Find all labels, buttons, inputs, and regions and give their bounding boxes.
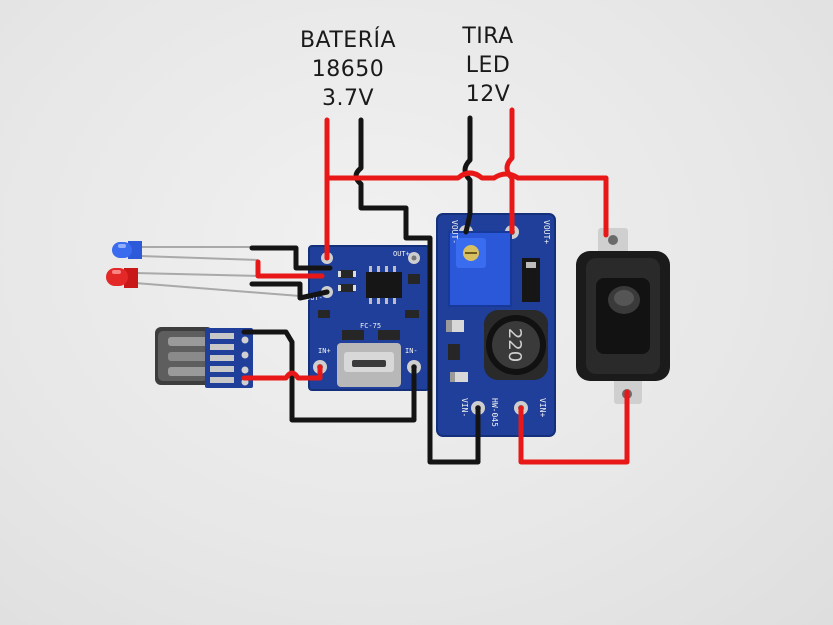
wire-led-red-to-charger [249,281,330,301]
led-indicators [106,241,301,297]
charger-pin-out-plus: OUT+ [393,250,410,258]
red-led [106,268,138,288]
boost-pin-vout-minus: VOUT- [450,220,459,244]
wire-usb-vbus [241,364,323,381]
charger-pin-in-minus: IN- [405,347,418,355]
wire-switch-to-boost [518,389,630,465]
boost-pin-vout-plus: VOUT+ [542,220,551,244]
battery-label-line1: BATERÍA [299,28,397,53]
push-switch [576,228,670,404]
wire-led-blue-to-charger [249,245,333,271]
inductor-value: 220 [504,328,525,362]
usb-c-module [155,327,253,388]
led-strip-label-line1: TIRA [462,24,514,49]
wire-battery-negative [353,117,481,465]
charger-pin-out-minus: OUT- [306,294,323,302]
wire-usb-ground [241,329,417,423]
boost-pin-vin-plus: VIN+ [538,398,547,417]
led-strip-label-line2: LED [465,53,511,78]
led-strip-label: TIRA LED 12V [436,22,540,109]
wire-led-red-plus [255,259,325,279]
red-wires [241,107,630,465]
blue-led [112,241,142,259]
wire-battery-positive [324,117,609,238]
battery-label-line2: 18650 [311,57,385,82]
boost-model-label: HW-045 [490,398,499,427]
charger-silk-label: FC-75 [360,322,381,330]
boost-converter-board: 220 VOUT- VOUT+ VIN- VIN+ HW-045 [436,213,556,437]
led-leads [134,246,301,297]
charger-pin-in-plus: IN+ [318,347,331,355]
battery-label: BATERÍA 18650 3.7V [285,26,411,113]
boost-pin-vin-minus: VIN- [460,398,469,417]
battery-label-line3: 3.7V [321,86,375,111]
led-strip-label-line3: 12V [465,82,511,107]
wire-led-strip-positive [504,107,515,235]
